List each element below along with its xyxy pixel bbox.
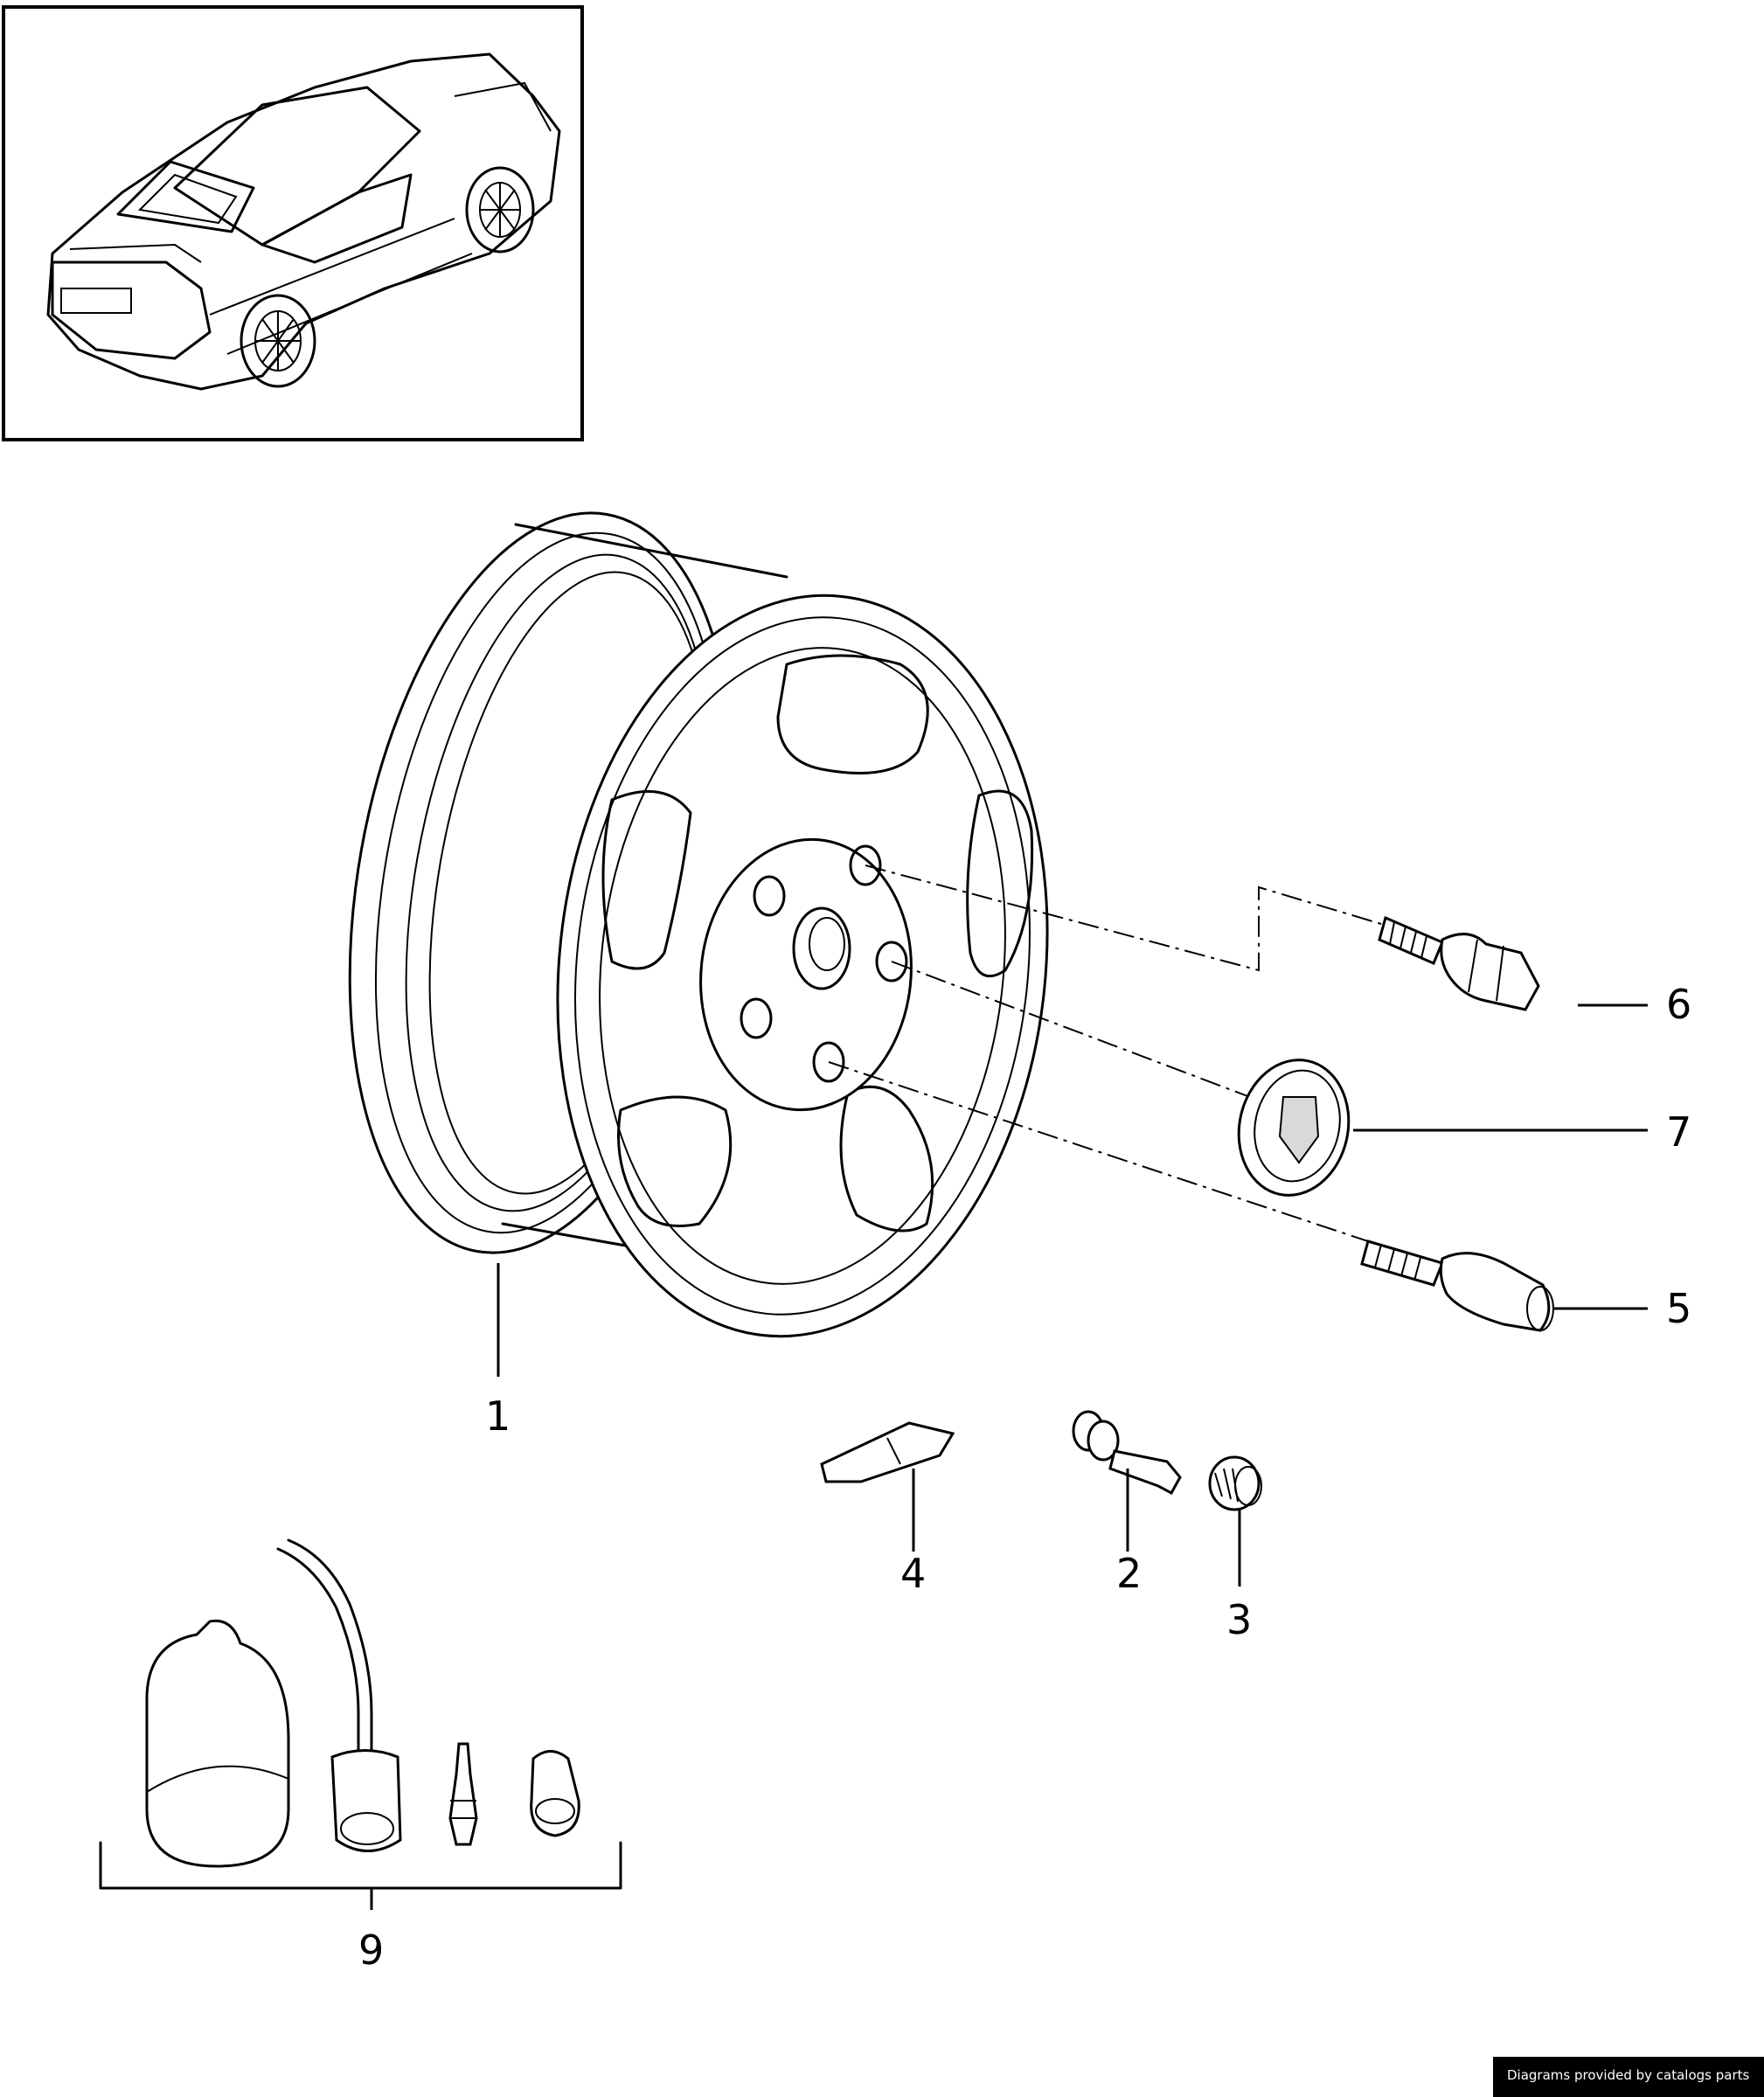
part-2-valve	[1072, 1410, 1182, 1552]
explode-lines	[828, 864, 1391, 1246]
part-3-valve-cap	[1208, 1455, 1262, 1587]
part-5-wheel-bolt	[1360, 1239, 1648, 1332]
callout-3: 3	[1226, 1596, 1253, 1643]
callout-5: 5	[1666, 1285, 1692, 1332]
part-1-wheel-rim	[348, 511, 1049, 1377]
part-4-balance-weight	[820, 1421, 955, 1552]
callout-1: 1	[485, 1392, 511, 1440]
callout-4: 4	[900, 1550, 927, 1597]
thumbnail-rear-wheel	[240, 294, 316, 388]
vehicle-thumbnail	[2, 5, 584, 441]
callout-9: 9	[358, 1927, 385, 1974]
part-6-wheel-bolt	[1378, 915, 1648, 1011]
callout-6: 6	[1666, 981, 1692, 1028]
thumbnail-front-wheel	[465, 166, 535, 253]
part-9-sealant-kit	[99, 1538, 622, 1910]
callout-7: 7	[1666, 1108, 1692, 1156]
callout-2: 2	[1116, 1550, 1142, 1597]
part-7-center-cap	[1237, 1059, 1648, 1197]
credit-footer: Diagrams provided by catalogs parts	[1493, 2057, 1764, 2097]
